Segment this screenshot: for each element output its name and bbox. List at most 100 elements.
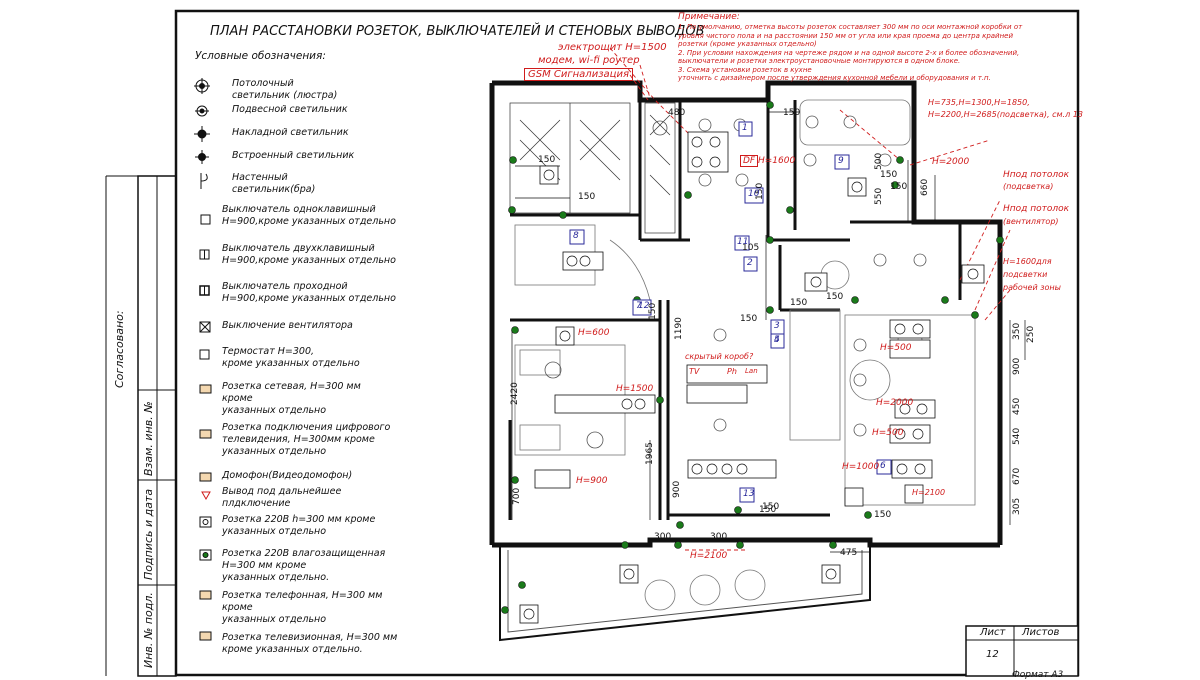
legend-item-text: Розетка подключения цифрового xyxy=(222,422,391,433)
agreed-label: Согласовано: xyxy=(113,310,126,388)
legend-item-text: указанных отдельно. xyxy=(222,572,330,583)
ceiling-light-callout-2: (подсветка) xyxy=(1003,182,1054,191)
dimension-label: 300 xyxy=(654,532,672,542)
inv-podl-label: Инв. № подл. xyxy=(142,592,155,668)
room-tag-number: 10 xyxy=(748,189,760,199)
h2100-label-a: Н=2100 xyxy=(912,488,946,497)
future-outlet-icon xyxy=(201,491,211,501)
fan-switch-icon xyxy=(199,321,211,333)
legend-item-text: Н=300 мм кроме xyxy=(222,560,307,571)
intercom-icon xyxy=(199,472,212,482)
dimension-label: 900 xyxy=(672,480,682,498)
dimension-label: 150 xyxy=(648,302,658,320)
power-socket-icon xyxy=(199,516,212,528)
sheet-number: 12 xyxy=(986,649,999,660)
legend-item-text: Выключатель проходной xyxy=(222,281,348,292)
ceiling-lights xyxy=(544,115,927,449)
room-tag-number: 9 xyxy=(838,156,844,166)
dimension-label: 150 xyxy=(740,314,758,324)
title-block xyxy=(965,625,1079,677)
legend-item-text: Розетка телевизионная, Н=300 мм xyxy=(222,632,398,643)
dimension-label: 300 xyxy=(710,532,728,542)
h2000-bath-label: Н=2000 xyxy=(932,157,970,167)
gsm-callout: GSM Сигнализация xyxy=(524,68,633,81)
legend-item-text: кроме указанных отдельно. xyxy=(222,644,363,655)
inv-vzam-label: Взам. инв. № xyxy=(142,401,155,476)
dimension-label: 550 xyxy=(874,187,884,205)
room-tag-number: 1 xyxy=(742,123,748,133)
dimension-label: 1190 xyxy=(674,317,684,340)
dimension-label: 475 xyxy=(840,548,858,558)
sheet-label: Лист xyxy=(980,627,1006,638)
legend-item-text: Накладной светильник xyxy=(232,127,349,138)
ceiling-fan-callout-2: (вентилятор) xyxy=(1003,217,1059,226)
dimension-label: 305 xyxy=(1012,497,1022,515)
wall-sconce-icon xyxy=(200,173,208,189)
balcony xyxy=(499,545,871,642)
legend-item-text: телевидения, Н=300мм кроме xyxy=(222,434,375,445)
h2000-label: Н=2000 xyxy=(876,398,914,408)
legend-item-text: указанных отдельно xyxy=(222,446,327,457)
note-line: 2. При условии нахождения на чертеже ряд… xyxy=(678,48,1020,57)
page-title: ПЛАН РАССТАНОВКИ РОЗЕТОК, ВЫКЛЮЧАТЕЛЕЙ И… xyxy=(210,24,705,39)
dimension-label: 150 xyxy=(762,502,780,512)
legend-item-text: кроме указанных отдельно xyxy=(222,358,360,369)
room-tag-number: 5 xyxy=(774,335,780,345)
note-line: выключатели и розетки электроустановочны… xyxy=(678,57,961,65)
ceiling-fan-callout: Нпод потолок xyxy=(1003,204,1070,214)
legend-icons xyxy=(194,78,212,641)
dimension-label: 150 xyxy=(874,510,892,520)
legend-item-text: кроме xyxy=(222,393,253,404)
legend-item-text: Н=900,кроме указанных отдельно xyxy=(222,216,396,227)
legend-item-text: Настенный xyxy=(232,172,288,183)
dimension-label: 150 xyxy=(783,108,801,118)
dimension-label: 700 xyxy=(512,487,522,505)
legend-heading: Условные обозначения: xyxy=(195,50,326,62)
h900-label: Н=900 xyxy=(576,476,608,486)
dimension-label: 150 xyxy=(790,298,808,308)
ceiling-light-callout: Нпод потолок xyxy=(1003,170,1070,180)
note-line: 1. По умолчанию, отметка высоты розеток … xyxy=(678,23,1023,31)
legend-item-text: светильник (люстра) xyxy=(232,90,338,101)
legend-item-text: Выключатель двухклавишный xyxy=(222,243,375,254)
note-line: уточнить с дизайнером после утверждения … xyxy=(678,74,991,82)
legend-item-text: Домофон(Видеодомофон) xyxy=(222,470,353,481)
dimension-label: 2420 xyxy=(510,382,520,405)
modem-callout: модем, wi-fi роутер xyxy=(538,55,640,66)
h600-label: Н=600 xyxy=(578,328,610,338)
h500-label-b: Н=500 xyxy=(872,428,904,438)
h1000-label: Н=1000 xyxy=(842,462,880,472)
room-tag-number: 7 xyxy=(636,301,642,311)
dimension-label: 500 xyxy=(874,152,884,170)
lan-label: Lan xyxy=(745,367,758,375)
room-tag-number: 11 xyxy=(737,237,749,247)
digital-tv-socket-icon xyxy=(199,429,212,439)
room-tags xyxy=(569,121,892,503)
legend-item-text: Розетка 220В влагозащищенная xyxy=(222,548,386,559)
phone-socket-icon xyxy=(199,590,212,600)
legend-item-text: указанных отдельно xyxy=(222,405,327,416)
waterproof-socket-icon xyxy=(199,549,212,561)
note-line: розетки (кроме указанных отдельно) xyxy=(678,40,817,48)
note-line: уровня чистого пола и на расстоянии 150 … xyxy=(678,31,1014,40)
bath-heights: Н=735,Н=1300,Н=1850, xyxy=(928,98,1030,107)
room-tag-number: 6 xyxy=(880,461,886,471)
df-label: DF xyxy=(740,155,759,167)
dimension-label: 150 xyxy=(538,155,556,165)
h2100-label-b: Н=2100 xyxy=(690,551,728,561)
dimension-label: 670 xyxy=(1012,467,1022,485)
note-line: 3. Схема установки розеток в кухне xyxy=(678,65,812,74)
tv-socket-icon xyxy=(199,631,212,641)
room-tag-number: 8 xyxy=(573,231,579,241)
dimension-label: 150 xyxy=(759,505,777,515)
wardrobe xyxy=(509,102,676,234)
legend-item-text: Выключатель одноклавишный xyxy=(222,204,376,215)
h1600-label: Н=1600 xyxy=(758,156,796,166)
dimension-lines xyxy=(511,97,1026,553)
h500-label-a: Н=500 xyxy=(880,343,912,353)
dimension-label: 350 xyxy=(1012,322,1022,340)
wiring xyxy=(609,47,1011,551)
room-tag-number: 12 xyxy=(638,301,650,311)
dimension-label: 1965 xyxy=(645,442,655,465)
dimension-label: 105 xyxy=(742,243,760,253)
